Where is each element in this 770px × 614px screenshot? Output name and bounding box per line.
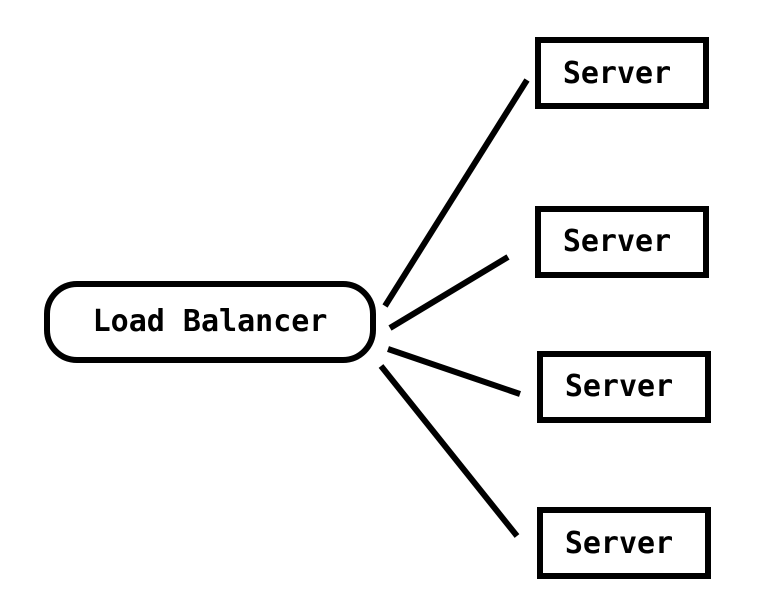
server-label-2: Server xyxy=(563,224,671,259)
server-label-4: Server xyxy=(565,526,673,561)
server-node-3: Server xyxy=(537,351,711,423)
connection-line-1 xyxy=(382,78,530,308)
server-label-1: Server xyxy=(563,56,671,91)
server-node-1: Server xyxy=(535,37,709,109)
load-balancer-shape xyxy=(44,281,376,363)
server-box-4 xyxy=(537,507,711,579)
connection-line-2 xyxy=(388,254,510,331)
load-balancer-node: Load Balancer xyxy=(44,281,376,363)
load-balancer-label: Load Balancer xyxy=(93,304,328,339)
connections xyxy=(378,78,530,538)
connection-line-3 xyxy=(387,346,521,397)
connection-line-4 xyxy=(378,364,520,538)
server-box-2 xyxy=(535,206,709,278)
server-node-2: Server xyxy=(535,206,709,278)
server-box-3 xyxy=(537,351,711,423)
server-node-4: Server xyxy=(537,507,711,579)
server-label-3: Server xyxy=(565,369,673,404)
server-box-1 xyxy=(535,37,709,109)
